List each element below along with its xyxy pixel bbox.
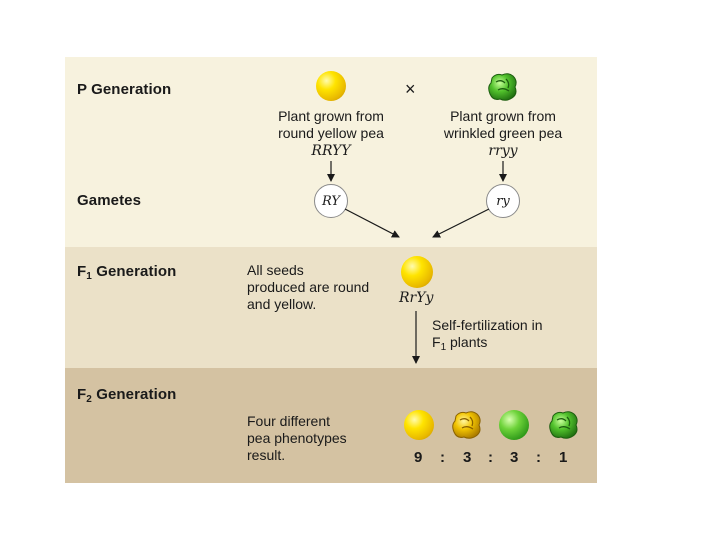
arrows-layer [327,161,507,364]
f2-round-yellow-pea-icon [404,410,434,440]
parent1-description: Plant grown from round yellow pea [253,108,409,142]
arrow-gamete2-to-f1 [432,208,490,238]
ratio-value-3: 3 [510,449,519,466]
f2-round-green-pea-icon [499,410,529,440]
parent2-description: Plant grown from wrinkled green pea [425,108,581,142]
ratio-value-4: 1 [559,449,568,466]
gametes-label: Gametes [77,192,142,209]
self-fert-line1: Self-fertilization in [432,317,543,333]
cross-symbol: × [405,79,416,99]
p-generation-label: P Generation [77,81,172,98]
parent1-line2: round yellow pea [278,125,384,141]
f2-description: Four different pea phenotypes result. [247,413,347,464]
f1-round-yellow-pea-icon [401,256,433,288]
ratio-separator-3: : [536,449,541,466]
wrinkled-green-pea-icon [488,73,517,101]
self-fertilization-note: Self-fertilization in F1 plants [432,317,543,356]
f1-desc-line3: and yellow. [247,296,317,312]
gamete-ry-dominant: RY [314,184,348,218]
ratio-separator-2: : [488,449,493,466]
ratio-value-2: 3 [463,449,472,466]
mendel-dihybrid-cross-figure: P Generation × Plant grown from round ye… [65,57,597,483]
parent2-genotype: rryy [488,143,518,159]
f2-generation-label: F2 Generation [77,386,177,405]
f1-desc-line2: produced are round [247,279,370,295]
f1-genotype: RrYy [399,290,434,306]
ratio-value-1: 9 [414,449,423,466]
f2-wrinkled-green-pea-icon [549,411,578,439]
ratio-separator-1: : [440,449,445,466]
round-yellow-pea-icon [316,71,346,101]
f1-description: All seeds produced are round and yellow. [247,262,369,313]
gamete-ry-recessive: ry [486,184,520,218]
parent2-line1: Plant grown from [450,108,556,124]
f2-desc-line2: pea phenotypes [247,430,347,446]
f2-wrinkled-yellow-pea-icon [452,411,481,439]
parent1-line1: Plant grown from [278,108,384,124]
f2-desc-line1: Four different [247,413,331,429]
f1-desc-line1: All seeds [247,262,304,278]
parent2-line2: wrinkled green pea [443,125,563,141]
f1-generation-band [65,247,597,368]
f1-generation-label: F1 Generation [77,263,177,282]
arrow-gamete1-to-f1 [344,208,400,238]
self-fert-line2: F1 plants [432,334,488,353]
f2-desc-line3: result. [247,447,286,463]
parent1-genotype: RRYY [311,143,351,159]
